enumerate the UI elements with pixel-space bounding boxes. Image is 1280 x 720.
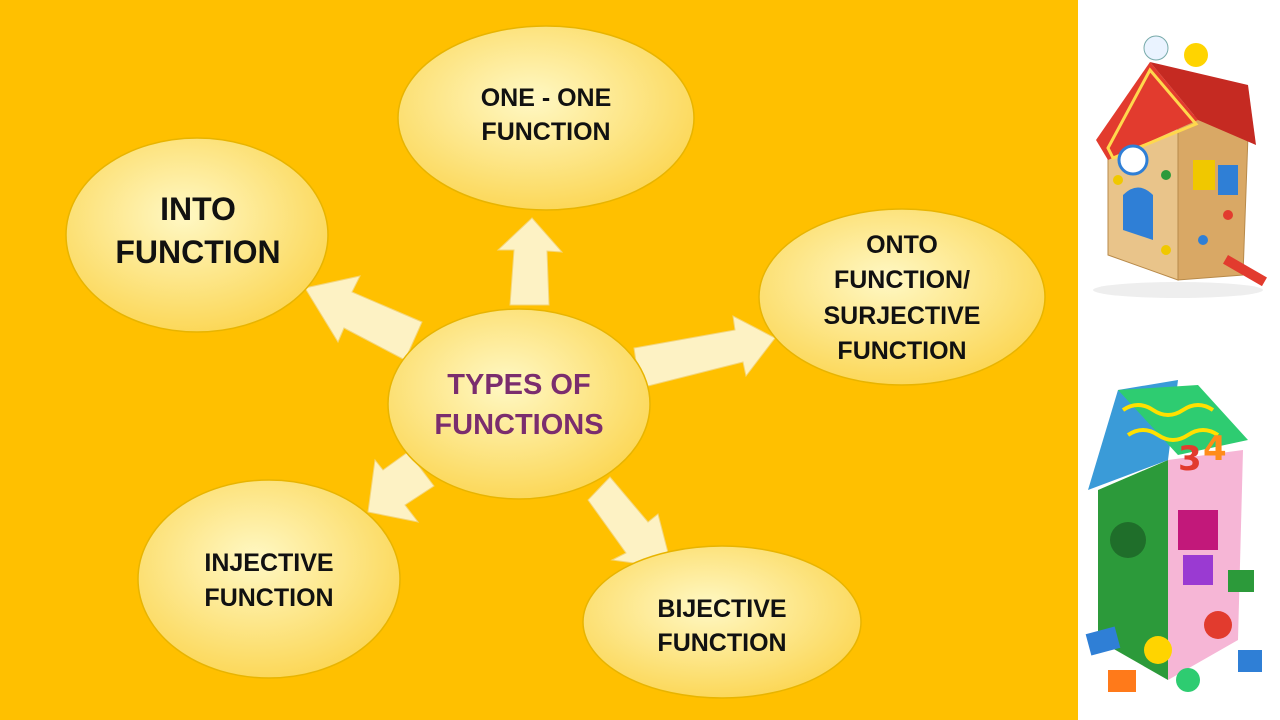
arrow-to-bijective — [587, 476, 673, 569]
onto-line3: SURJECTIVE — [824, 302, 981, 330]
into-line1: INTO — [160, 191, 236, 227]
injective-line2: FUNCTION — [204, 584, 333, 612]
into-line2: FUNCTION — [115, 234, 280, 270]
one-one-line2: FUNCTION — [481, 118, 610, 146]
toy-house-red-roof-icon — [1093, 35, 1267, 298]
bijective-line2: FUNCTION — [657, 629, 786, 657]
center-line2: FUNCTIONS — [434, 409, 603, 441]
side-image-panel: 3 4 — [1078, 0, 1280, 720]
bubble-onto — [758, 208, 1046, 386]
onto-line4: FUNCTION — [837, 337, 966, 365]
bubble-into — [65, 137, 329, 333]
bubble-center — [387, 308, 651, 500]
diagram-canvas: ONE - ONE FUNCTION INTO FUNCTION ONTO FU… — [0, 0, 1078, 720]
svg-text:4: 4 — [1203, 429, 1227, 469]
bubble-bijective — [582, 545, 862, 699]
bijective-line1: BIJECTIVE — [657, 595, 786, 623]
svg-text:3: 3 — [1178, 439, 1202, 479]
center-line1: TYPES OF — [447, 369, 590, 401]
one-one-line1: ONE - ONE — [481, 84, 612, 112]
onto-line1: ONTO — [866, 231, 938, 259]
arrow-to-injective — [367, 451, 435, 523]
arrow-to-onto — [633, 315, 776, 389]
arrow-to-into — [304, 275, 423, 361]
arrows — [304, 217, 776, 569]
arrow-to-one-one — [496, 217, 564, 306]
bubble-one-one — [397, 25, 695, 211]
injective-line1: INJECTIVE — [204, 549, 333, 577]
bubble-injective — [137, 479, 401, 679]
onto-line2: FUNCTION/ — [834, 266, 970, 294]
toy-house-green-roof-icon: 3 4 — [1085, 380, 1262, 692]
